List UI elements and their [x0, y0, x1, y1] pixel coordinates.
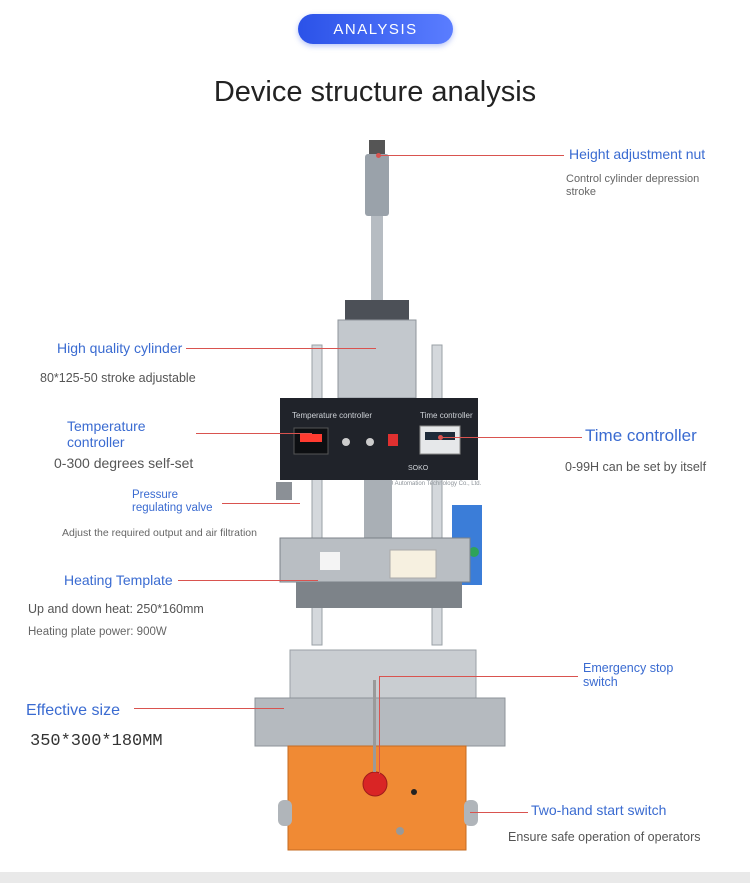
leader-line-height-nut	[378, 155, 564, 156]
temp-controller-label: Temperature controller	[67, 418, 146, 451]
leader-line-emergency	[379, 676, 578, 677]
effective-size-value: 350*300*180MM	[30, 732, 163, 751]
time-controller-desc: 0-99H can be set by itself	[565, 460, 707, 474]
cylinder-shape	[337, 319, 417, 399]
leader-line-time	[440, 437, 582, 438]
leader-line-pressure	[222, 503, 300, 504]
leader-line-temp	[196, 433, 312, 434]
leader-line-heating	[178, 580, 318, 581]
cylinder-desc: 80*125-50 stroke adjustable	[40, 371, 196, 385]
heating-template-label: Heating Template	[64, 572, 173, 588]
press-machine-image: Temperature controller Time controller S…	[230, 120, 530, 860]
effective-size-label: Effective size	[26, 702, 120, 719]
panel-temp-text: Temperature controller	[292, 411, 372, 420]
cylinder-label: High quality cylinder	[57, 340, 183, 356]
time-controller-label: Time controller	[585, 426, 697, 445]
leader-vline-emergency	[379, 676, 380, 774]
panel-time-text: Time controller	[420, 411, 473, 420]
page-title: Device structure analysis	[213, 76, 537, 108]
bottom-band	[0, 872, 750, 883]
heating-template-desc2: Heating plate power: 900W	[28, 626, 167, 638]
pressure-valve-label: Pressure regulating valve	[132, 489, 213, 515]
two-hand-start-desc: Ensure safe operation of operators	[508, 830, 701, 844]
emergency-stop-label: Emergency stop switch	[583, 661, 674, 690]
pressure-valve-desc: Adjust the required output and air filtr…	[62, 527, 257, 539]
height-nut-desc: Control cylinder depression stroke	[566, 173, 700, 199]
leader-dot-height-nut	[376, 153, 381, 158]
heating-template-desc1: Up and down heat: 250*160mm	[28, 602, 204, 616]
emergency-stop-shape	[362, 771, 388, 797]
analysis-badge: ANALYSIS	[298, 14, 453, 44]
two-hand-start-label: Two-hand start switch	[531, 802, 667, 818]
height-nut-label: Height adjustment nut	[569, 146, 706, 162]
leader-line-size	[134, 708, 284, 709]
panel-maker-text: SECCO Automation Technology Co., Ltd.	[372, 481, 482, 487]
panel-brand-text: SOKO	[408, 465, 429, 472]
height-nut-shape	[369, 140, 385, 156]
leader-line-two-hand	[470, 812, 528, 813]
temp-controller-desc: 0-300 degrees self-set	[54, 455, 194, 471]
leader-dot-time	[438, 435, 443, 440]
leader-line-cylinder	[186, 348, 376, 349]
